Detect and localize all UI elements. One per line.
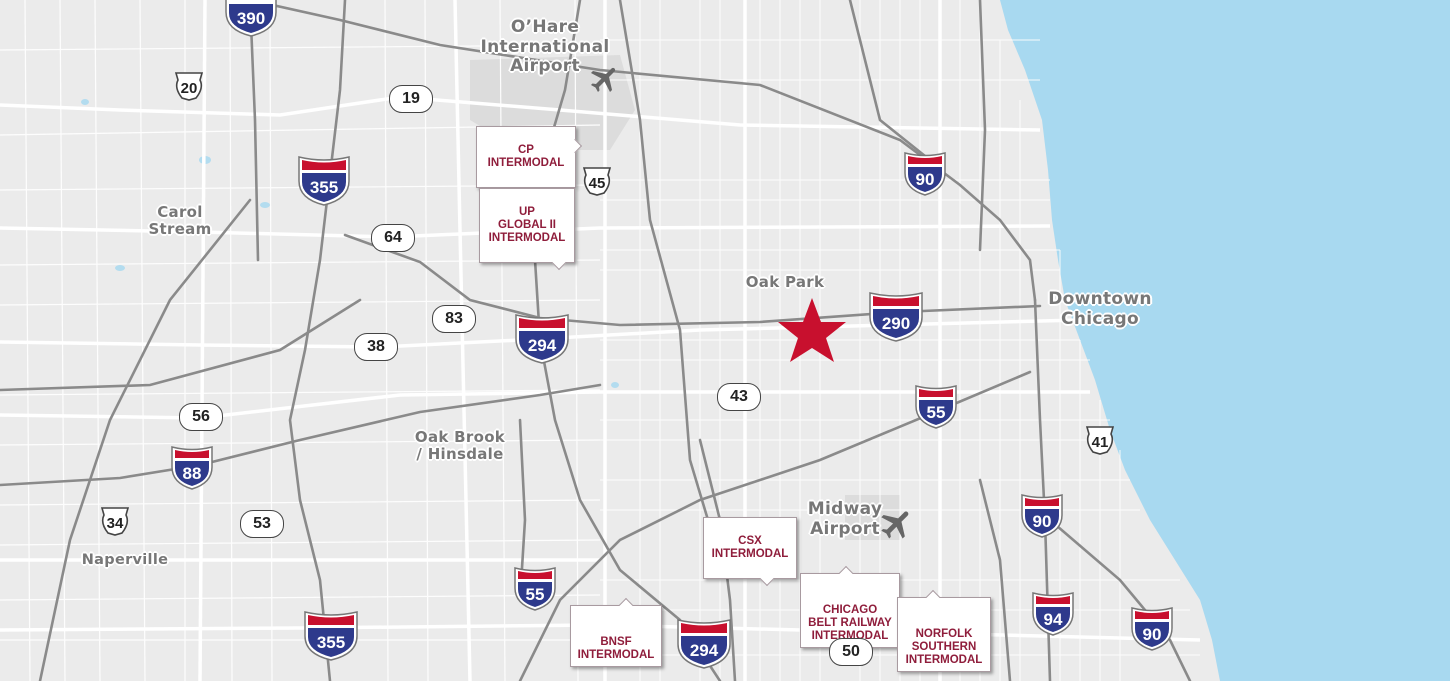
callout-text: CSX INTERMODAL <box>711 535 789 560</box>
interstate-355-shield: 355 <box>304 611 358 661</box>
interstate-294-shield: 294 <box>515 314 569 364</box>
svg-text:20: 20 <box>181 80 198 97</box>
interstate-90-shield: 90 <box>904 152 946 196</box>
interstate-55-shield: 55 <box>514 567 556 611</box>
route-19-marker: 19 <box>389 85 433 113</box>
interstate-290-shield: 290 <box>869 292 923 342</box>
interstate-90-shield: 90 <box>1021 494 1063 538</box>
naperville-label: Naperville <box>81 552 169 568</box>
interstate-55-shield: 55 <box>915 385 957 429</box>
svg-text:90: 90 <box>1143 625 1162 644</box>
svg-text:294: 294 <box>690 641 719 660</box>
oak-brook-label: Oak Brook / Hinsdale <box>414 428 506 464</box>
route-50-marker: 50 <box>829 638 873 666</box>
ohare-label: O’Hare International Airport <box>480 17 610 77</box>
route-38-marker: 38 <box>354 333 398 361</box>
chicago-belt-railway-callout[interactable]: CHICAGO BELT RAILWAY INTERMODAL <box>800 565 900 648</box>
airplane-icon <box>881 511 909 539</box>
route-64-marker: 64 <box>371 224 415 252</box>
svg-text:355: 355 <box>317 633 345 652</box>
carol-stream-label: Carol Stream <box>148 203 212 239</box>
svg-text:34: 34 <box>107 515 124 532</box>
svg-text:390: 390 <box>237 9 265 28</box>
svg-text:290: 290 <box>882 314 910 333</box>
star-icon <box>778 298 846 362</box>
interstate-294-shield: 294 <box>677 619 731 669</box>
us-route-45-shield: 45 <box>582 167 612 196</box>
midway-label: Midway Airport <box>807 499 883 539</box>
us-route-20-shield: 20 <box>174 72 204 101</box>
svg-text:294: 294 <box>528 336 557 355</box>
interstate-88-shield: 88 <box>171 446 213 490</box>
route-43-marker: 43 <box>717 383 761 411</box>
route-53-marker: 53 <box>240 510 284 538</box>
us-route-34-shield: 34 <box>100 507 130 536</box>
us-route-41-shield: 41 <box>1085 426 1115 455</box>
interstate-355-shield: 355 <box>298 156 350 206</box>
norfolk-southern-callout[interactable]: NORFOLK SOUTHERN INTERMODAL <box>897 589 991 672</box>
route-83-marker: 83 <box>432 305 476 333</box>
callout-text: CHICAGO BELT RAILWAY INTERMODAL <box>808 604 892 642</box>
oak-park-label: Oak Park <box>745 273 825 291</box>
svg-text:355: 355 <box>310 178 338 197</box>
callout-text: CP INTERMODAL <box>487 144 565 169</box>
svg-text:94: 94 <box>1044 610 1063 629</box>
cp-intermodal-callout[interactable]: CP INTERMODAL <box>476 126 583 188</box>
csx-intermodal-callout[interactable]: CSX INTERMODAL <box>703 517 797 587</box>
lake-michigan <box>1000 0 1450 681</box>
bnsf-intermodal-callout[interactable]: BNSF INTERMODAL <box>570 597 662 667</box>
svg-text:45: 45 <box>589 175 606 192</box>
svg-text:55: 55 <box>927 403 946 422</box>
interstate-390-shield: 390 <box>225 0 277 37</box>
airplane-icon <box>590 67 616 93</box>
downtown-chicago-label: Downtown Chicago <box>1048 289 1152 329</box>
svg-text:90: 90 <box>1033 512 1052 531</box>
up-global-intermodal-callout[interactable]: UP GLOBAL II INTERMODAL <box>479 188 575 271</box>
svg-text:41: 41 <box>1092 434 1109 451</box>
callout-text: UP GLOBAL II INTERMODAL <box>488 206 566 244</box>
svg-text:55: 55 <box>526 585 545 604</box>
svg-text:90: 90 <box>916 170 935 189</box>
route-56-marker: 56 <box>179 403 223 431</box>
interstate-94-shield: 94 <box>1032 592 1074 636</box>
callout-text: BNSF INTERMODAL <box>577 636 655 661</box>
interstate-90-shield: 90 <box>1131 607 1173 651</box>
svg-text:88: 88 <box>183 464 202 483</box>
callout-text: NORFOLK SOUTHERN INTERMODAL <box>905 628 983 666</box>
